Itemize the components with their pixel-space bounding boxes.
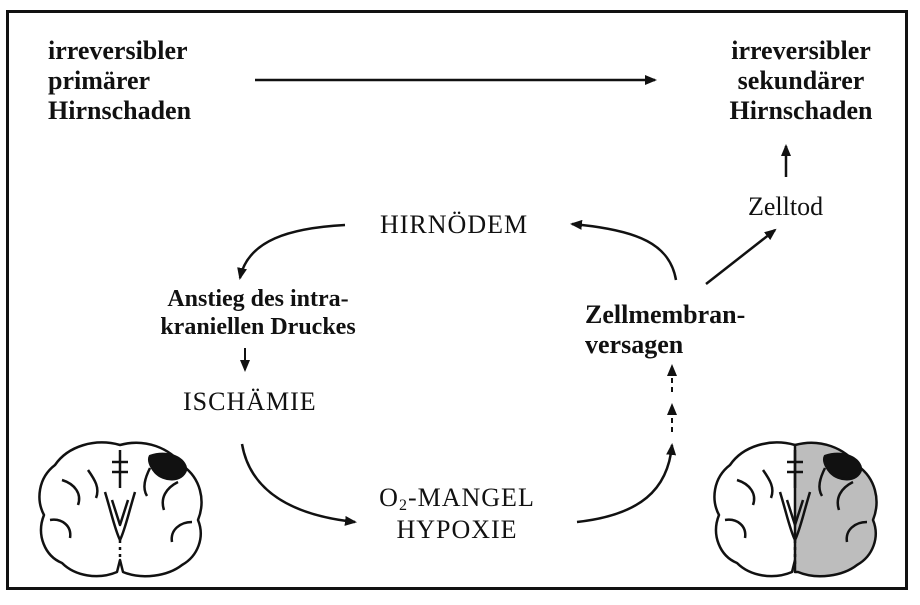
pressure-rise-label: Anstieg des intra- kraniellen Druckes [160,286,356,340]
primary-brain-damage-label: irreversibler primärer Hirnschaden [48,36,192,125]
hypoxia-text: HYPOXIE [396,514,518,544]
o2-mangel-text: -MANGEL [407,483,535,512]
arrow-membrane-to-edema [570,219,678,281]
brain-right-illustration [713,441,878,578]
arrow-edema-to-pressure [237,223,346,280]
diagram-frame [6,10,908,590]
brain-left-illustration [38,441,203,578]
o2-subscript: 2 [398,497,408,514]
arrow-ischemia-to-hypoxia [240,443,357,526]
o2-prefix: O [379,483,399,512]
secondary-brain-damage-label: irreversibler sekundärer Hirnschaden [729,36,873,125]
arrow-membrane-to-celldeath [705,228,777,285]
arrow-hypoxia-up [576,443,677,524]
membrane-failure-label: Zellmembran- versagen [585,300,746,359]
brain-edema-label: HIRNÖDEM [380,210,529,239]
cell-death-label: Zelltod [748,192,824,221]
ischemia-label: ISCHÄMIE [183,387,317,416]
